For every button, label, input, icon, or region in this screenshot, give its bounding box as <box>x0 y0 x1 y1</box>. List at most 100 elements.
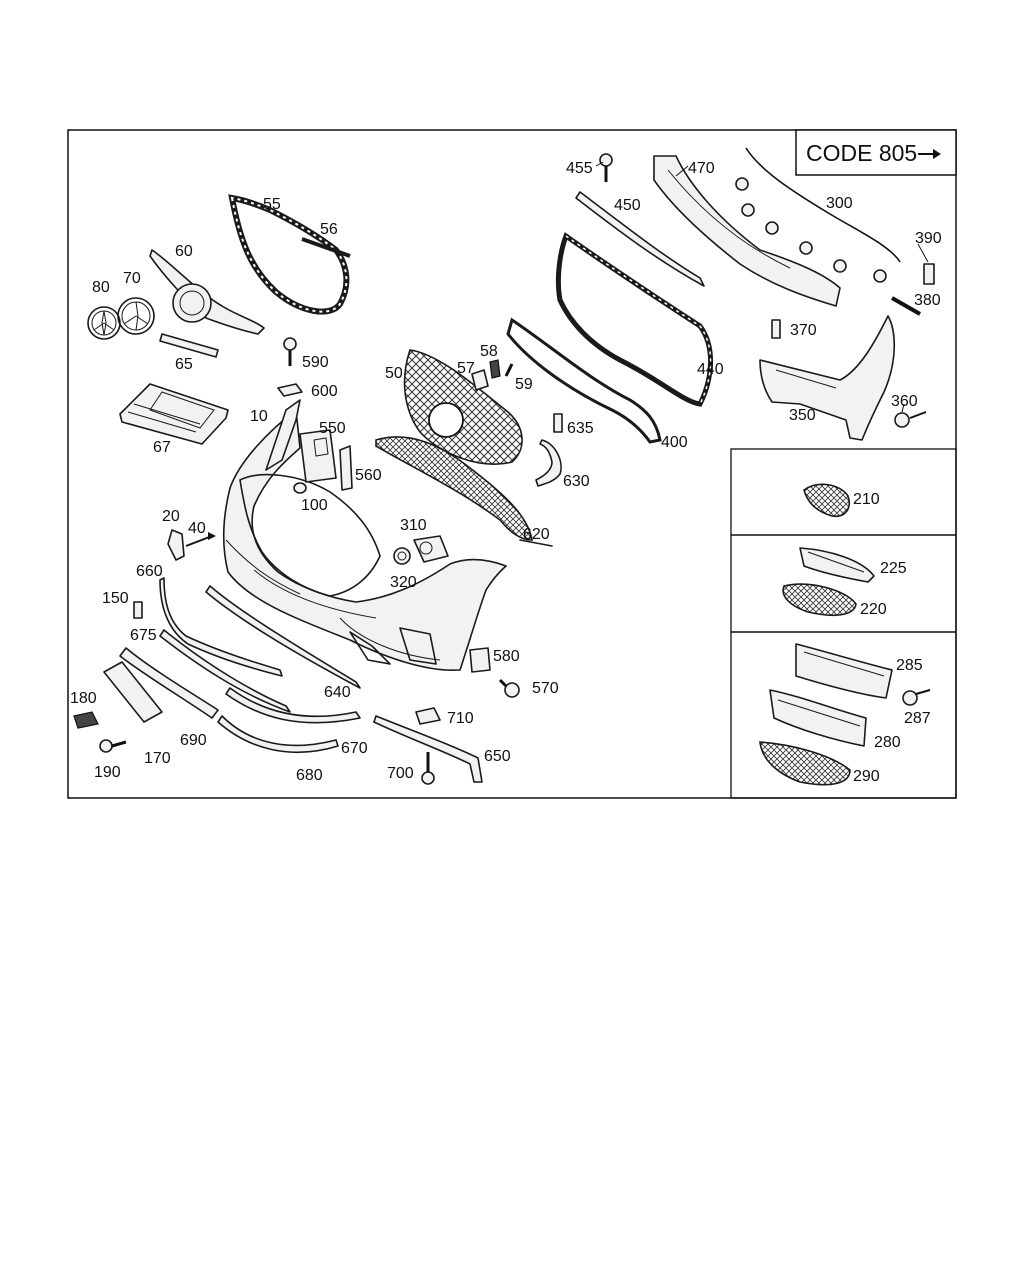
label-59: 59 <box>515 376 533 393</box>
clip-180 <box>73 711 99 729</box>
wiring-harness-300 <box>735 147 901 283</box>
lower-grille-620 <box>375 436 553 547</box>
screw-570 <box>498 678 520 698</box>
label-225: 225 <box>880 560 907 577</box>
strip-675 <box>159 629 291 713</box>
label-370: 370 <box>790 322 817 339</box>
screw-590 <box>283 337 297 366</box>
cover-20 <box>167 529 185 561</box>
pin-370 <box>771 319 781 339</box>
housing-280 <box>769 689 867 747</box>
label-100: 100 <box>301 497 328 514</box>
label-570: 570 <box>532 680 559 697</box>
label-680: 680 <box>296 767 323 784</box>
label-455: 455 <box>566 160 593 177</box>
label-70: 70 <box>123 270 141 287</box>
label-170: 170 <box>144 750 171 767</box>
label-290: 290 <box>853 768 880 785</box>
clip-57 <box>471 369 489 391</box>
clip-360 <box>894 411 927 428</box>
mesh-insert-290 <box>759 741 851 786</box>
label-190: 190 <box>94 764 121 781</box>
label-400: 400 <box>661 434 688 451</box>
label-360: 360 <box>891 393 918 410</box>
label-600: 600 <box>311 383 338 400</box>
grille-50 <box>403 349 523 465</box>
trim-670 <box>225 687 361 724</box>
strip-660 <box>159 577 283 677</box>
label-220: 220 <box>860 601 887 618</box>
label-55: 55 <box>263 196 281 213</box>
label-40: 40 <box>188 520 206 537</box>
bracket-580 <box>469 647 491 673</box>
bracket-560 <box>339 445 353 491</box>
pin-390 <box>923 263 935 285</box>
label-635: 635 <box>567 420 594 437</box>
label-210: 210 <box>853 491 880 508</box>
label-590: 590 <box>302 354 329 371</box>
code-badge-text: CODE 805 <box>806 140 917 166</box>
trim-strip-56 <box>301 237 351 258</box>
bolt-190 <box>99 739 127 753</box>
label-50: 50 <box>385 365 403 382</box>
bumper-cover-10 <box>222 399 507 672</box>
label-285: 285 <box>896 657 923 674</box>
label-380: 380 <box>914 292 941 309</box>
right-arrow-icon <box>918 149 941 159</box>
label-690: 690 <box>180 732 207 749</box>
label-700: 700 <box>387 765 414 782</box>
sensor-unit-550 <box>299 429 337 483</box>
label-350: 350 <box>789 407 816 424</box>
screw-700 <box>421 752 435 785</box>
label-710: 710 <box>447 710 474 727</box>
clip-287 <box>902 689 931 706</box>
code-badge-box <box>795 129 957 176</box>
pin-635 <box>553 413 563 433</box>
label-310: 310 <box>400 517 427 534</box>
housing-285 <box>795 643 893 699</box>
label-630: 630 <box>563 473 590 490</box>
label-470: 470 <box>688 160 715 177</box>
label-675: 675 <box>130 627 157 644</box>
star-emblem-70 <box>117 297 155 335</box>
label-550: 550 <box>319 420 346 437</box>
clip-710 <box>415 707 441 725</box>
label-640: 640 <box>324 684 351 701</box>
trim-strip-65 <box>159 333 219 358</box>
label-300: 300 <box>826 195 853 212</box>
label-56: 56 <box>320 221 338 238</box>
label-660: 660 <box>136 563 163 580</box>
label-650: 650 <box>484 748 511 765</box>
label-57: 57 <box>457 360 475 377</box>
label-287: 287 <box>904 710 931 727</box>
leader-lines <box>595 161 929 413</box>
ring-320 <box>393 547 411 565</box>
clip-600 <box>277 383 303 397</box>
mesh-insert-210 <box>803 483 850 518</box>
pin-150 <box>133 601 143 619</box>
label-60: 60 <box>175 243 193 260</box>
label-58: 58 <box>480 343 498 360</box>
strip-650 <box>373 715 483 783</box>
mesh-insert-220 <box>782 583 857 617</box>
label-390: 390 <box>915 230 942 247</box>
trim-690 <box>119 647 219 719</box>
sensor-310 <box>413 535 449 563</box>
star-emblem-80 <box>87 306 121 340</box>
trim-680 <box>217 715 339 754</box>
grille-surround-55 <box>228 194 350 315</box>
bracket-400 <box>506 317 662 444</box>
label-10: 10 <box>250 408 268 425</box>
label-320: 320 <box>390 574 417 591</box>
label-150: 150 <box>102 590 129 607</box>
label-560: 560 <box>355 467 382 484</box>
hook-40 <box>185 532 216 547</box>
label-180: 180 <box>70 690 97 707</box>
label-450: 450 <box>614 197 641 214</box>
ring-100 <box>293 482 307 494</box>
label-440: 440 <box>697 361 724 378</box>
bracket-350 <box>759 315 896 441</box>
part-labels: 455 470 300 450 390 55 56 60 70 80 380 3… <box>70 160 942 785</box>
grille-frame-60 <box>149 249 265 335</box>
